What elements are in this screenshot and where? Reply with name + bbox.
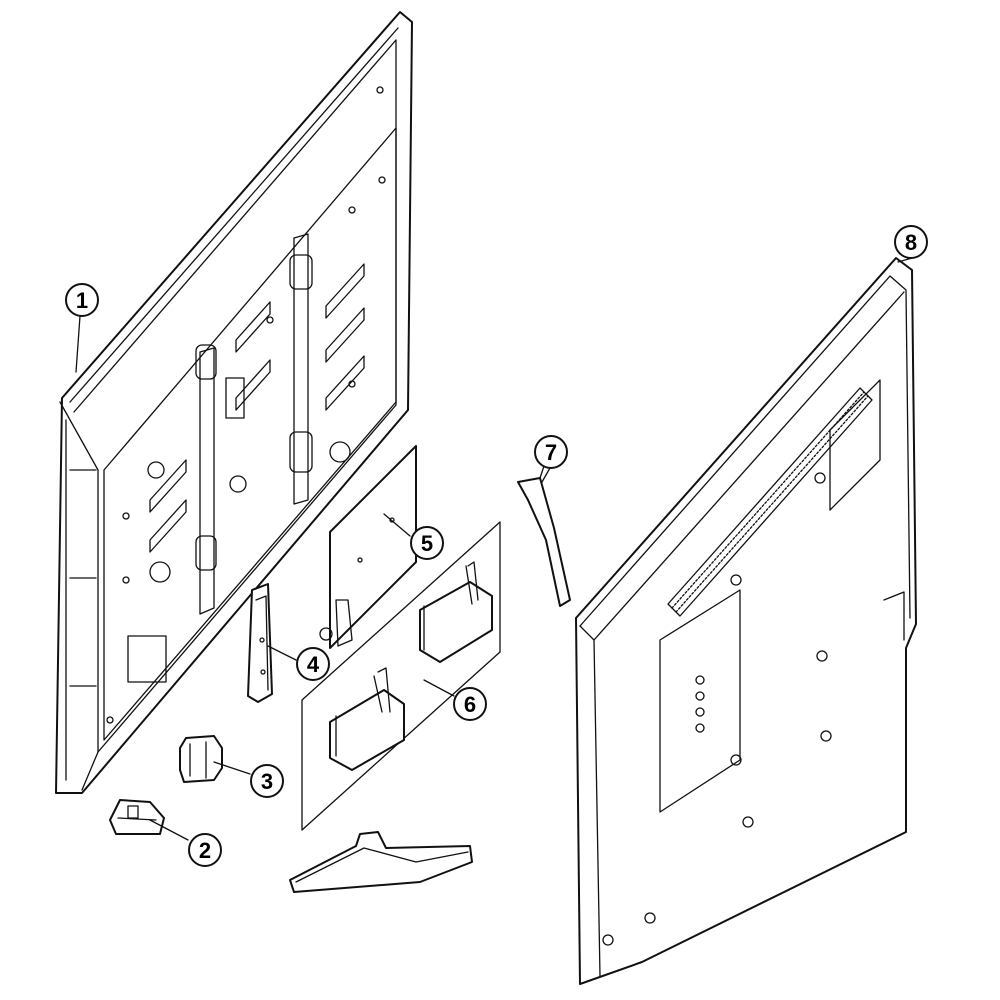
callout-8-label: 8 (905, 230, 917, 255)
part-8-rear-cover (575, 257, 917, 985)
callout-3: 3 (250, 764, 284, 798)
callout-8: 8 (894, 225, 928, 259)
leader-lines (75, 257, 913, 841)
callout-4: 4 (296, 647, 330, 681)
part-3-bracket (179, 735, 223, 783)
callout-7: 7 (534, 435, 568, 469)
callout-3-label: 3 (261, 769, 273, 794)
callout-7-label: 7 (545, 440, 557, 465)
callout-4-label: 4 (307, 652, 320, 677)
part-6-stand-neck (301, 521, 501, 831)
part-4-stand-support (247, 583, 273, 703)
part-7-cable-clip (517, 465, 571, 607)
callout-2: 2 (188, 833, 222, 867)
callout-1-label: 1 (76, 288, 88, 313)
part-1-front-panel-frame (55, 11, 413, 794)
callout-1: 1 (65, 283, 99, 317)
part-5-circuit-board (319, 445, 417, 649)
callout-6-label: 6 (464, 692, 476, 717)
part-2-bracket (109, 799, 165, 835)
callout-2-label: 2 (199, 838, 211, 863)
stand-base (289, 831, 473, 893)
callout-5: 5 (410, 526, 444, 560)
callout-5-label: 5 (421, 531, 433, 556)
callout-6: 6 (453, 687, 487, 721)
